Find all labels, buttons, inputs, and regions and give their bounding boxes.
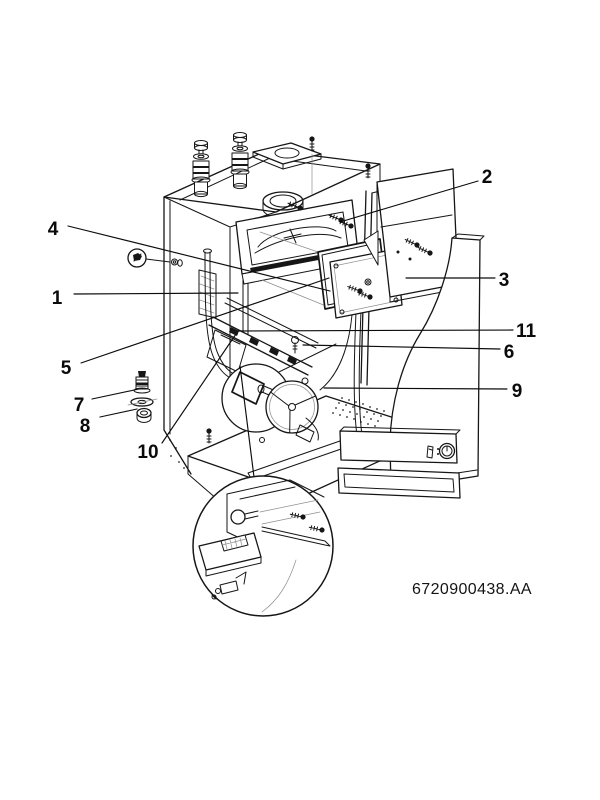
callout-leader-8 [99, 408, 138, 418]
callout-label-8: 8 [80, 416, 91, 437]
callout-leader-7 [91, 388, 140, 400]
callout-leader-11 [237, 329, 514, 332]
callout-label-4: 4 [48, 219, 59, 240]
callout-labels: 1 2 3 4 5 6 7 8 9 10 11 [48, 167, 537, 463]
callout-label-7: 7 [74, 395, 85, 416]
flue-collar-assembly [252, 142, 322, 219]
callout-leader-10 [161, 333, 237, 444]
callout-leader-2 [339, 180, 479, 223]
callout-leader-1 [73, 292, 239, 295]
callout-label-9: 9 [512, 381, 523, 402]
gas-valve-parts [127, 371, 158, 423]
callout-leader-5 [80, 277, 330, 364]
callout-label-3: 3 [499, 270, 510, 291]
callout-label-10: 10 [137, 442, 158, 463]
mounting-screws [205, 135, 372, 444]
callout-label-11: 11 [516, 321, 537, 342]
callout-label-1: 1 [52, 288, 63, 309]
callout-label-5: 5 [61, 358, 72, 379]
callout-label-2: 2 [482, 167, 493, 188]
callout-leader-9 [323, 387, 508, 390]
callout-leader-6 [302, 344, 501, 350]
grounding-screw-detail [127, 248, 178, 268]
part-number: 6720900438.AA [412, 581, 532, 598]
side-panel [363, 168, 459, 303]
burner-assembly [206, 297, 319, 443]
callout-leader-4 [67, 225, 331, 292]
callout-label-6: 6 [504, 342, 515, 363]
callout-leaders [67, 180, 514, 444]
detail-inset [192, 365, 334, 617]
